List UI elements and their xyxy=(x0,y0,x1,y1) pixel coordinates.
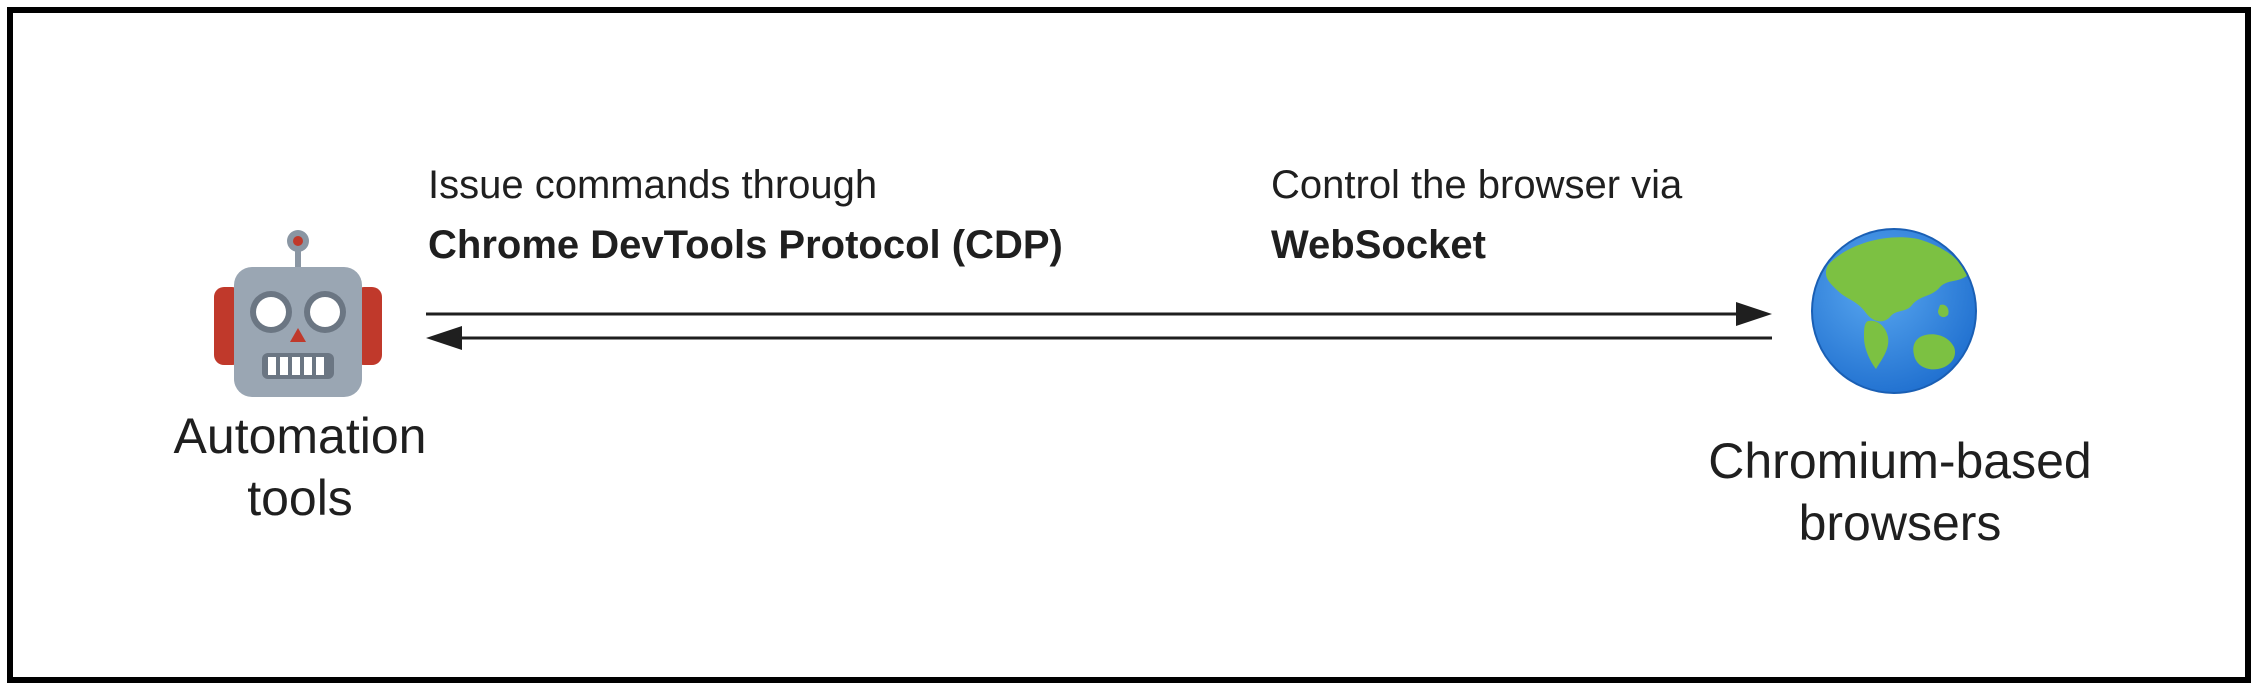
bidirectional-arrows xyxy=(426,302,1772,350)
cdp-label-bold: Chrome DevTools Protocol (CDP) xyxy=(428,223,1063,267)
robot-icon xyxy=(214,230,382,397)
chromium-browsers-label: Chromium-based browsers xyxy=(1620,430,2180,554)
cdp-label-line: Issue commands through xyxy=(428,163,878,207)
node-label-line: Chromium-based xyxy=(1708,433,2092,489)
cdp-label: Issue commands through Chrome DevTools P… xyxy=(428,155,1063,275)
arrow-to-automation xyxy=(426,326,1772,350)
automation-tools-label: Automation tools xyxy=(120,405,480,529)
websocket-label-bold: WebSocket xyxy=(1271,223,1486,267)
node-label-line: Automation xyxy=(173,408,427,464)
arrow-to-browser xyxy=(426,302,1772,326)
node-label-line: browsers xyxy=(1798,495,2002,551)
node-label-line: tools xyxy=(247,470,353,526)
globe-icon xyxy=(1811,228,1977,394)
websocket-label: Control the browser via WebSocket xyxy=(1271,155,1682,275)
websocket-label-line: Control the browser via xyxy=(1271,163,1683,207)
